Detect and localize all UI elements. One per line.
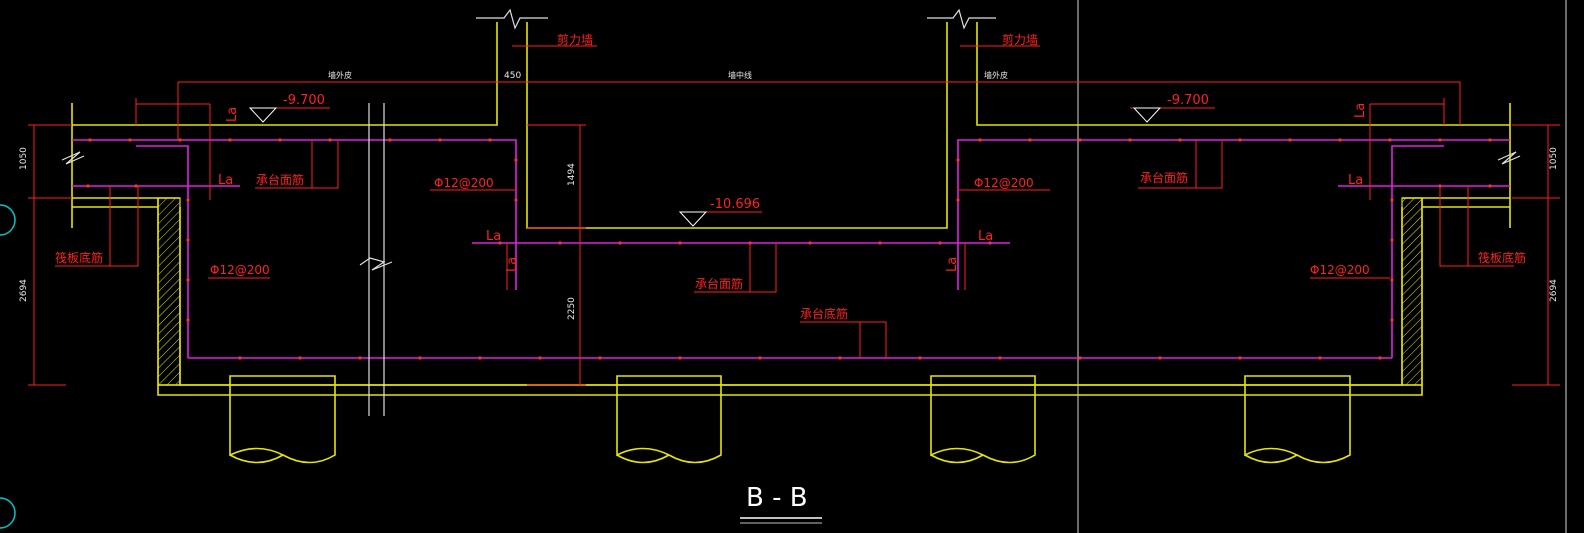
rebar-spec-label: Φ12@200 <box>974 176 1034 190</box>
rebar-spec-label: Φ12@200 <box>434 176 494 190</box>
dimension-text: 1494 <box>567 163 577 186</box>
cap-top-rebar-label-right: 承台面筋 <box>1140 170 1188 185</box>
la-label: La <box>1353 103 1368 118</box>
cap-bottom-rebar-label: 承台底筋 <box>800 306 848 321</box>
wall-edge-label-center: 墙中线 <box>728 70 752 80</box>
dimension-text: 1050 <box>19 147 29 170</box>
shear-wall-label-left: 剪力墙 <box>557 32 593 47</box>
la-label: La <box>1348 173 1363 188</box>
la-label: La <box>225 107 240 122</box>
dimension-text: 2694 <box>19 279 29 302</box>
dimension-lines <box>28 45 1560 386</box>
dimension-text: 1050 <box>1549 147 1559 170</box>
cap-top-rebar-label-center: 承台面筋 <box>695 276 743 291</box>
la-label: La <box>945 257 960 272</box>
dimension-text: 2694 <box>1549 279 1559 302</box>
wall-edge-label-left: 墙外皮 <box>328 70 352 80</box>
cap-top-rebar-label-left: 承台面筋 <box>256 172 304 187</box>
elevation-top-right: -9.700 <box>1167 93 1209 108</box>
wall-edge-label-right: 墙外皮 <box>984 70 1008 80</box>
dimension-text: 450 <box>504 71 521 81</box>
cyan-mark <box>0 497 16 529</box>
section-title: B - B <box>746 483 808 513</box>
rebar-spec-label: Φ12@200 <box>1310 263 1370 277</box>
raft-bottom-rebar-label-right: 筏板底筋 <box>1478 250 1526 265</box>
cyan-mark <box>0 204 16 236</box>
rebar-lines <box>72 139 1510 359</box>
break-lines <box>61 8 1521 416</box>
rebar-spec-label: Φ12@200 <box>210 263 270 277</box>
la-label: La <box>486 229 501 244</box>
la-label: La <box>218 173 233 188</box>
elevation-pit: -10.696 <box>710 197 760 212</box>
la-label: La <box>978 229 993 244</box>
raft-bottom-rebar-label-left: 筏板底筋 <box>55 250 103 265</box>
hatched-wall-left <box>157 197 181 386</box>
shear-wall-label-right: 剪力墙 <box>1002 32 1038 47</box>
elevation-top-left: -9.700 <box>283 93 325 108</box>
dimension-text: 2250 <box>567 297 577 320</box>
hatched-wall-right <box>1401 197 1423 386</box>
la-label: La <box>505 257 520 272</box>
rebar-dots <box>86 138 1492 360</box>
